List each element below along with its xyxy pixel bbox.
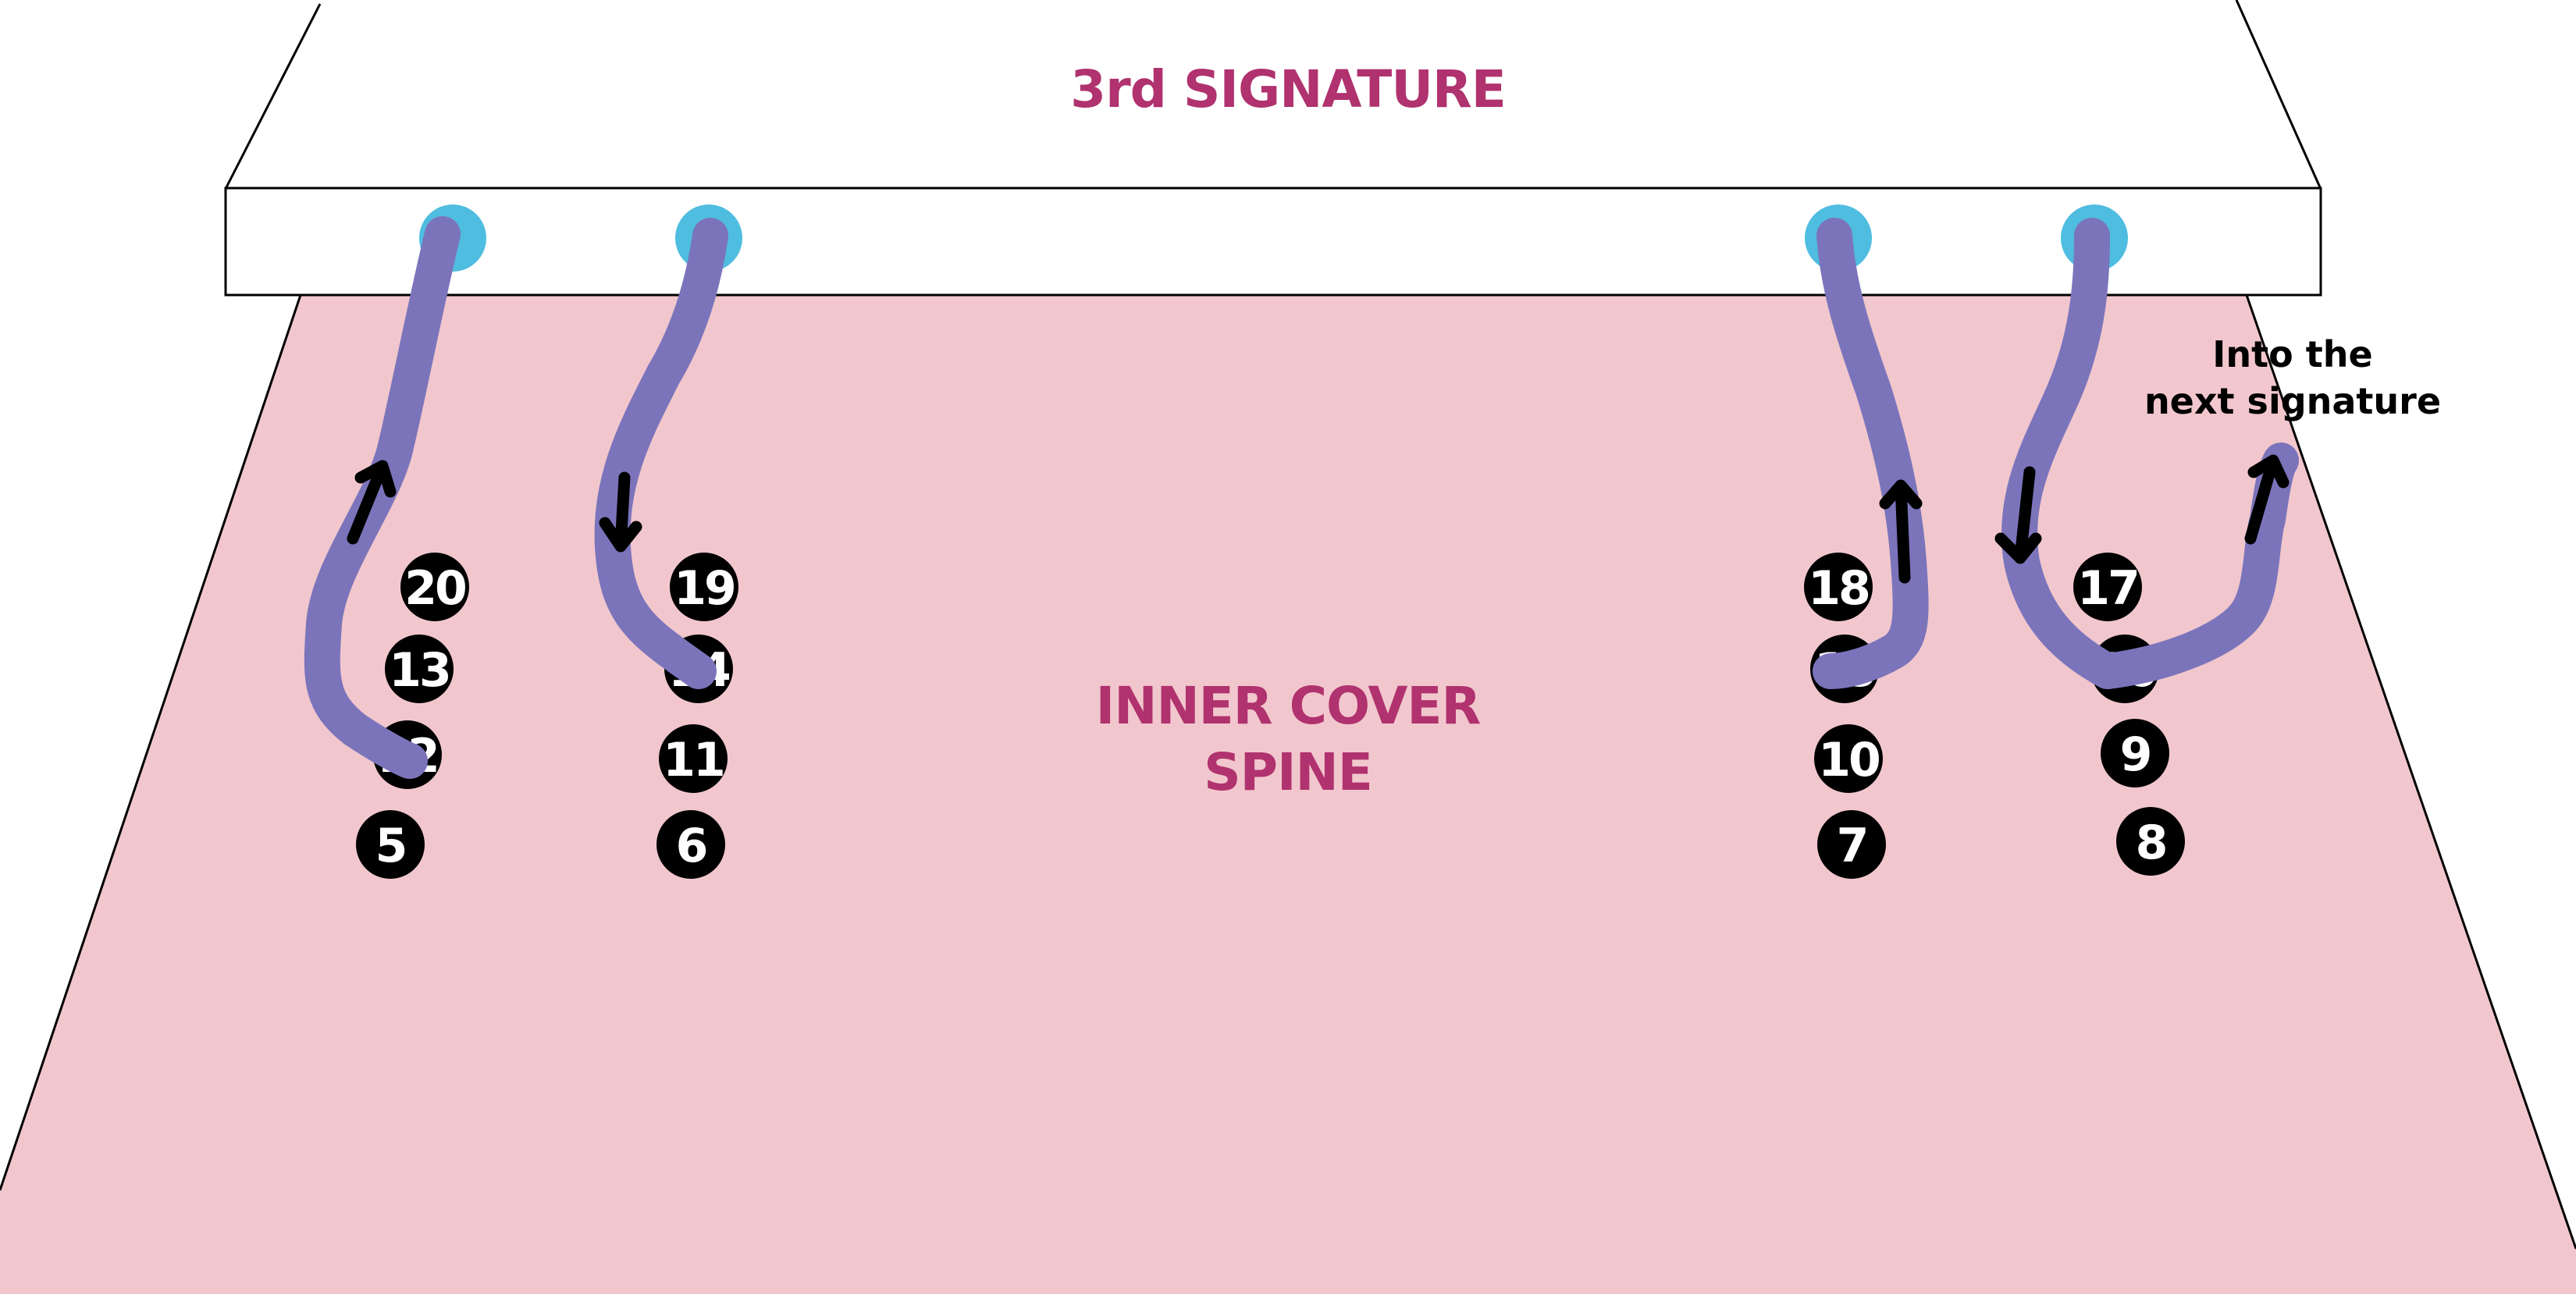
svg-text:8: 8 [2136, 816, 2166, 870]
thread-path [594, 218, 728, 689]
next-signature-note-line2: next signature [2144, 380, 2441, 422]
station-marker: 19 [670, 553, 738, 621]
signature-title: 3rd SIGNATURE [1070, 59, 1506, 119]
station-marker: 18 [1804, 553, 1873, 621]
svg-text:20: 20 [404, 561, 465, 616]
signature-left-edge [225, 3, 322, 188]
svg-text:7: 7 [1837, 819, 1867, 873]
next-signature-note-line1: Into the [2212, 333, 2372, 375]
arrow-up-icon [1879, 479, 1923, 584]
thread-path [2001, 218, 2299, 689]
signature-fold [224, 187, 2322, 297]
station-marker: 10 [1814, 724, 1883, 793]
arrow-up-icon [2244, 454, 2290, 545]
svg-text:13: 13 [389, 643, 450, 698]
station-marker: 11 [659, 724, 728, 793]
station-marker: 5 [356, 810, 425, 879]
station-marker: 7 [1817, 810, 1886, 879]
svg-text:9: 9 [2120, 727, 2151, 782]
station-marker: 20 [400, 553, 469, 621]
station-marker: 8 [2116, 807, 2185, 876]
signature-top-face [226, 0, 2320, 187]
svg-text:10: 10 [1818, 733, 1879, 787]
station-marker: 17 [2073, 553, 2142, 621]
svg-text:6: 6 [676, 819, 706, 873]
arrow-down-icon [599, 471, 642, 553]
spine-label-line2: SPINE [1204, 742, 1372, 802]
spine-label-line1: INNER COVER [1096, 676, 1481, 736]
station-marker: 9 [2101, 719, 2169, 787]
arrow-up-icon [347, 460, 397, 545]
svg-text:17: 17 [2077, 561, 2138, 616]
thread-path [304, 216, 461, 779]
svg-text:5: 5 [375, 819, 406, 873]
station-marker: 13 [385, 635, 454, 703]
station-marker: 6 [656, 810, 725, 879]
arrow-down-icon [1994, 466, 2042, 564]
spine-left-edge [0, 294, 302, 1191]
signature-right-edge [2235, 0, 2322, 188]
spine-right-edge [2245, 294, 2576, 1250]
inner-cover-spine [0, 295, 2576, 1294]
svg-text:19: 19 [674, 561, 735, 616]
svg-text:18: 18 [1808, 561, 1869, 616]
svg-text:11: 11 [663, 733, 724, 787]
